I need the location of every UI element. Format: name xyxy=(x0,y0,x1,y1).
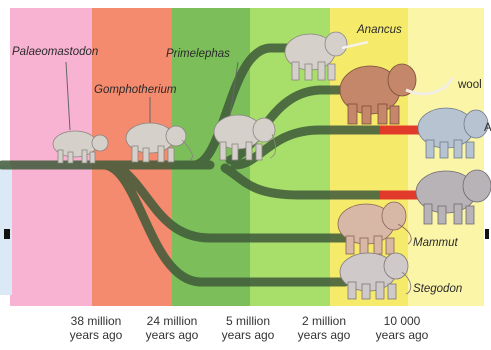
time-label-24-million: 24 million years ago xyxy=(132,314,212,342)
time-label-38-million: 38 million years ago xyxy=(56,314,136,342)
time-label-5-million-line1: 5 million xyxy=(208,314,288,328)
time-label-38-million-line1: 38 million xyxy=(56,314,136,328)
time-label-24-million-line1: 24 million xyxy=(132,314,212,328)
time-label-10000: 10 000 years ago xyxy=(362,314,442,342)
label-primelephas: Primelephas xyxy=(166,48,230,60)
time-label-2-million: 2 million years ago xyxy=(284,314,364,342)
time-label-38-million-line2: years ago xyxy=(56,328,136,342)
time-label-2-million-line2: years ago xyxy=(284,328,364,342)
time-label-24-million-line2: years ago xyxy=(132,328,212,342)
label-asian: A xyxy=(484,122,491,134)
label-gomphotherium: Gomphotherium xyxy=(94,84,176,96)
right-tick xyxy=(485,229,489,239)
label-mammut: Mammut xyxy=(413,237,458,249)
label-anancus: Anancus xyxy=(357,24,402,36)
time-label-10000-line1: 10 000 xyxy=(362,314,442,328)
time-label-2-million-line1: 2 million xyxy=(284,314,364,328)
time-label-10000-line2: years ago xyxy=(362,328,442,342)
label-woolly: wool xyxy=(458,79,482,91)
label-stegodon: Stegodon xyxy=(413,283,462,295)
time-label-5-million-line2: years ago xyxy=(208,328,288,342)
label-palaeomastodon: Palaeomastodon xyxy=(12,46,98,58)
time-label-5-million: 5 million years ago xyxy=(208,314,288,342)
left-tick xyxy=(4,229,10,239)
